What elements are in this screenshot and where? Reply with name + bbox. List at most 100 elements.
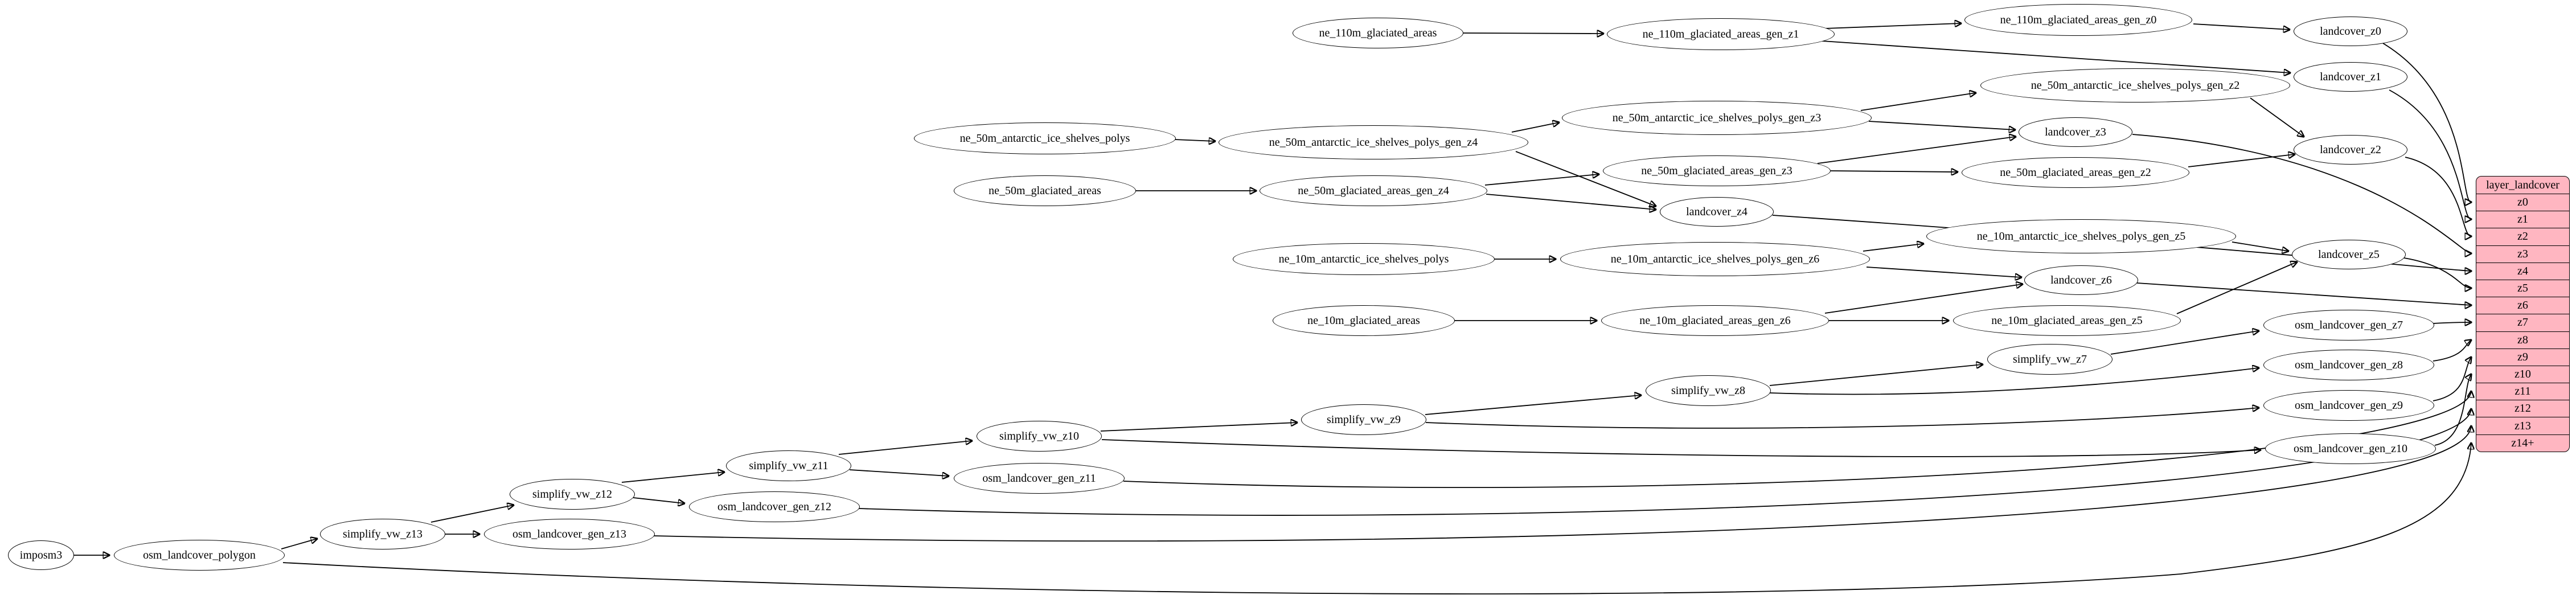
edge-svw_z9-gen_z9 bbox=[1425, 408, 2259, 429]
edge-landcover_z6-row_z6 bbox=[2136, 282, 2471, 305]
node-osm_landcover_gen_z8: osm_landcover_gen_z8 bbox=[2263, 350, 2434, 380]
table-row-z10: z10 bbox=[2476, 365, 2569, 383]
edge-gen_z10-row_z10 bbox=[2434, 374, 2471, 446]
node-osm_landcover_gen_z11: osm_landcover_gen_z11 bbox=[954, 463, 1125, 494]
edge-gen_z8-row_z8 bbox=[2433, 340, 2471, 362]
table-row-z14plus: z14+ bbox=[2476, 434, 2569, 452]
table-row-z11: z11 bbox=[2476, 383, 2569, 400]
node-landcover_z0: landcover_z0 bbox=[2294, 17, 2407, 46]
table-row-z13: z13 bbox=[2476, 417, 2569, 434]
edge-gen_z7-row_z7 bbox=[2433, 322, 2471, 323]
table-row-z12: z12 bbox=[2476, 400, 2569, 417]
node-ne_50m_glaciated_areas_gen_z4: ne_50m_glaciated_areas_gen_z4 bbox=[1260, 175, 1487, 206]
edge-svw_z8-gen_z8 bbox=[1769, 368, 2259, 395]
node-ne_10m_glaciated_areas_gen_z5: ne_10m_glaciated_areas_gen_z5 bbox=[1953, 305, 2181, 336]
edge-gen_z5a-landcover_z5 bbox=[2232, 241, 2288, 251]
node-landcover_z4: landcover_z4 bbox=[1660, 197, 1774, 227]
node-ne_10m_glaciated_areas_gen_z6: ne_10m_glaciated_areas_gen_z6 bbox=[1601, 305, 1829, 336]
edge-polygon-row_z14 bbox=[282, 443, 2471, 594]
node-landcover_z5: landcover_z5 bbox=[2292, 240, 2406, 269]
edge-gen_z3a-landcover_z3 bbox=[1868, 121, 2015, 130]
edge-gen_z6a-landcover_z6 bbox=[1866, 266, 2021, 277]
layer-landcover-table: layer_landcover z0 z1 z2 z3 z4 z5 z6 z7 … bbox=[2476, 176, 2570, 452]
edge-gen_z3a-gen_z2a bbox=[1860, 93, 1976, 111]
edge-gen_z6a-gen_z5a bbox=[1863, 244, 1923, 252]
edge-svw_z11-gen_z11 bbox=[849, 469, 949, 476]
node-osm_landcover_gen_z10: osm_landcover_gen_z10 bbox=[2265, 433, 2436, 464]
table-row-z4: z4 bbox=[2476, 262, 2569, 280]
node-ne_10m_glaciated_areas: ne_10m_glaciated_areas bbox=[1273, 305, 1455, 336]
edge-gen_z1-landcover_z1 bbox=[1822, 40, 2290, 73]
table-row-z2: z2 bbox=[2476, 228, 2569, 245]
edge-landcover_z3-row_z3 bbox=[2132, 134, 2471, 253]
table-row-z9: z9 bbox=[2476, 348, 2569, 366]
node-simplify_vw_z7: simplify_vw_z7 bbox=[1987, 344, 2113, 375]
edge-svw_z10-svw_z9 bbox=[1100, 423, 1297, 432]
edge-gen_z9-row_z9 bbox=[2433, 357, 2471, 401]
node-osm_landcover_polygon: osm_landcover_polygon bbox=[114, 540, 285, 571]
node-landcover_z1: landcover_z1 bbox=[2294, 62, 2407, 92]
edge-svw_z13-svw_z12 bbox=[430, 505, 514, 523]
edge-svw_z7-gen_z7 bbox=[2110, 331, 2259, 355]
node-simplify_vw_z12: simplify_vw_z12 bbox=[510, 479, 635, 510]
edge-svw_z11-svw_z10 bbox=[838, 441, 972, 455]
edge-gen_z1-gen_z0 bbox=[1824, 23, 1961, 29]
node-simplify_vw_z10: simplify_vw_z10 bbox=[977, 421, 1102, 452]
edge-landcover_z5-row_z5 bbox=[2403, 257, 2471, 288]
table-row-z7: z7 bbox=[2476, 314, 2569, 331]
edge-svw_z10-gen_z10 bbox=[1101, 439, 2261, 457]
edge-landcover_z1-row_z1 bbox=[2389, 89, 2471, 219]
edge-polygon-simplify_vw_z13 bbox=[281, 539, 317, 550]
node-ne_50m_antarctic_ice_shelves_polys_gen_z4: ne_50m_antarctic_ice_shelves_polys_gen_z… bbox=[1219, 125, 1528, 159]
edge-gen_z0-landcover_z0 bbox=[2193, 23, 2290, 30]
edge-gen_z4g-gen_z3g bbox=[1484, 174, 1599, 186]
table-row-z1: z1 bbox=[2476, 211, 2569, 228]
node-osm_landcover_gen_z9: osm_landcover_gen_z9 bbox=[2263, 390, 2434, 421]
table-row-z8: z8 bbox=[2476, 331, 2569, 348]
edge-gen_z2g-landcover_z2 bbox=[2188, 154, 2295, 167]
node-ne_50m_antarctic_ice_shelves_polys_gen_z2: ne_50m_antarctic_ice_shelves_polys_gen_z… bbox=[1980, 68, 2290, 102]
edge-gen_z5g-landcover_z5 bbox=[2176, 262, 2297, 314]
edge-gen_z6g-landcover_z6 bbox=[1824, 284, 2023, 314]
edge-gen_z12-row_z12 bbox=[858, 409, 2471, 516]
node-simplify_vw_z11: simplify_vw_z11 bbox=[726, 450, 851, 481]
node-landcover_z3: landcover_z3 bbox=[2019, 117, 2132, 147]
table-row-z0: z0 bbox=[2476, 194, 2569, 211]
node-ne_50m_antarctic_ice_shelves_polys: ne_50m_antarctic_ice_shelves_polys bbox=[914, 122, 1176, 154]
edge-gen_z13-row_z13 bbox=[653, 426, 2471, 542]
node-osm_landcover_gen_z7: osm_landcover_gen_z7 bbox=[2263, 310, 2434, 341]
edge-gen_z4a-gen_z3a bbox=[1511, 122, 1559, 133]
edge-svw_z12-svw_z11 bbox=[621, 472, 724, 483]
edge-gen_z3g-gen_z2g bbox=[1830, 171, 1958, 172]
edge-landcover_z0-row_z0 bbox=[2382, 43, 2471, 202]
edge-svw_z9-svw_z8 bbox=[1425, 395, 1641, 415]
node-ne_50m_glaciated_areas: ne_50m_glaciated_areas bbox=[954, 175, 1136, 206]
node-ne_110m_glaciated_areas_gen_z0: ne_110m_glaciated_areas_gen_z0 bbox=[1964, 4, 2192, 36]
edge-gen_z2a-landcover_z2 bbox=[2250, 97, 2304, 137]
edge-gen_z11-row_z11 bbox=[1123, 391, 2471, 489]
node-ne_110m_glaciated_areas_gen_z1: ne_110m_glaciated_areas_gen_z1 bbox=[1607, 18, 1835, 50]
node-simplify_vw_z9: simplify_vw_z9 bbox=[1301, 404, 1426, 435]
node-ne_50m_glaciated_areas_gen_z2: ne_50m_glaciated_areas_gen_z2 bbox=[1962, 157, 2189, 188]
node-ne_50m_glaciated_areas_gen_z3: ne_50m_glaciated_areas_gen_z3 bbox=[1603, 155, 1831, 186]
edge-gen_z4a-landcover_z4 bbox=[1515, 151, 1656, 206]
table-row-z6: z6 bbox=[2476, 297, 2569, 314]
node-osm_landcover_gen_z12: osm_landcover_gen_z12 bbox=[689, 491, 860, 522]
edge-gen_z4g-landcover_z4 bbox=[1486, 194, 1656, 210]
node-landcover_z2: landcover_z2 bbox=[2294, 135, 2407, 165]
table-row-z5: z5 bbox=[2476, 279, 2569, 297]
node-ne_10m_antarctic_ice_shelves_polys_gen_z6: ne_10m_antarctic_ice_shelves_polys_gen_z… bbox=[1560, 242, 1870, 276]
node-ne_50m_antarctic_ice_shelves_polys_gen_z3: ne_50m_antarctic_ice_shelves_polys_gen_z… bbox=[1562, 101, 1872, 135]
edge-ne_50m_polys-gen_z4 bbox=[1174, 140, 1215, 141]
node-ne_10m_antarctic_ice_shelves_polys_gen_z5: ne_10m_antarctic_ice_shelves_polys_gen_z… bbox=[1926, 219, 2236, 253]
table-title: layer_landcover bbox=[2486, 178, 2559, 191]
edge-landcover_z2-row_z2 bbox=[2405, 157, 2471, 236]
node-imposm3: imposm3 bbox=[8, 540, 74, 570]
table-row-z3: z3 bbox=[2476, 245, 2569, 263]
edge-svw_z12-gen_z12 bbox=[633, 497, 684, 503]
edge-gen_z3g-landcover_z3 bbox=[1817, 137, 2016, 164]
edge-ne_110m_glaciated_areas-gen_z1 bbox=[1463, 33, 1603, 34]
node-osm_landcover_gen_z13: osm_landcover_gen_z13 bbox=[484, 519, 655, 550]
